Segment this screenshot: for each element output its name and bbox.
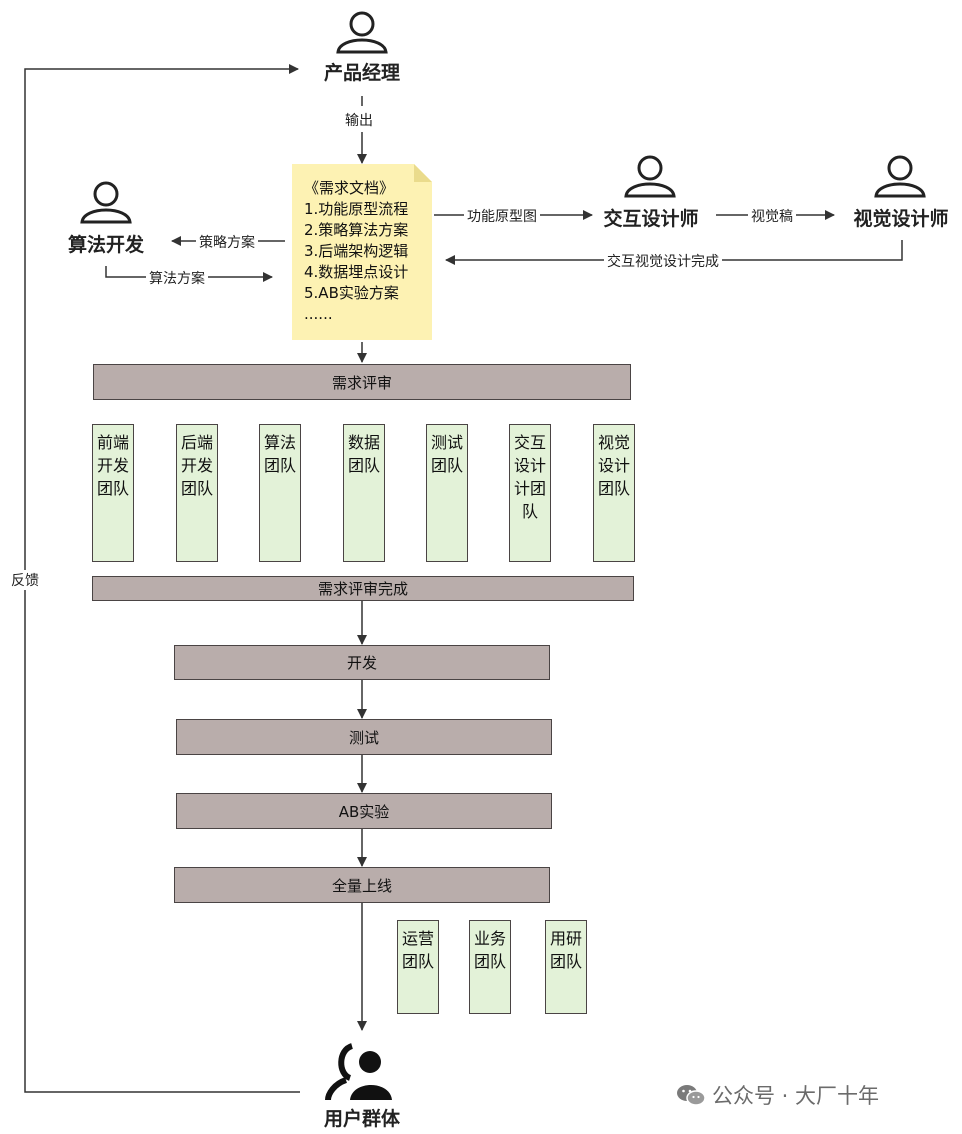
wechat-icon (677, 1085, 706, 1106)
edge-label-visual-done: 交互视觉设计完成 (604, 251, 722, 271)
document-title: 《需求文档》 (304, 179, 395, 197)
document-item: 5.AB实验方案 (304, 284, 399, 302)
team-backend: 后端开发团队 (176, 424, 218, 562)
person-icon (336, 11, 388, 54)
role-algorithm-dev: 算法开发 (67, 234, 144, 256)
stage-ab-test: AB实验 (176, 793, 552, 829)
document-item: 3.后端架构逻辑 (304, 242, 409, 260)
role-interaction-designer: 交互设计师 (603, 208, 699, 230)
role-user-group: 用户群体 (323, 1108, 400, 1130)
document-item: ...... (304, 305, 333, 323)
document-item: 4.数据埋点设计 (304, 263, 409, 281)
document-content: 《需求文档》 1.功能原型流程 2.策略算法方案 3.后端架构逻辑 4.数据埋点… (292, 178, 432, 325)
requirements-document (292, 164, 432, 340)
role-product-manager: 产品经理 (323, 62, 400, 84)
team-algorithm: 算法团队 (259, 424, 301, 562)
stage-review: 需求评审 (93, 364, 631, 400)
role-visual-designer: 视觉设计师 (853, 208, 949, 230)
team-test: 测试团队 (426, 424, 468, 562)
watermark-text: 公众号 · 大厂十年 (712, 1084, 880, 1108)
edge-label-output: 输出 (342, 110, 376, 130)
edge-label-feedback: 反馈 (8, 570, 42, 590)
document-item: 1.功能原型流程 (304, 200, 409, 218)
team-user-research: 用研团队 (545, 920, 587, 1014)
edge-label-algorithm-plan: 算法方案 (146, 268, 208, 288)
team-business: 业务团队 (469, 920, 511, 1014)
user-group-icon (325, 1043, 392, 1101)
team-interaction: 交互设计计团队 (509, 424, 551, 562)
stage-test: 测试 (176, 719, 552, 755)
team-visual: 视觉设计团队 (593, 424, 635, 562)
edge-label-strategy-plan: 策略方案 (196, 232, 258, 252)
stage-develop: 开发 (174, 645, 550, 680)
stage-review-done: 需求评审完成 (92, 576, 634, 601)
person-icon (80, 181, 132, 224)
team-frontend: 前端开发团队 (92, 424, 134, 562)
watermark: 公众号 · 大厂十年 (676, 1080, 879, 1110)
person-icon (624, 155, 676, 198)
team-data: 数据团队 (343, 424, 385, 562)
person-icon (874, 155, 926, 198)
document-item: 2.策略算法方案 (304, 221, 409, 239)
edge-label-visual-draft: 视觉稿 (748, 206, 796, 226)
team-operations: 运营团队 (397, 920, 439, 1014)
edge-label-prototype: 功能原型图 (464, 206, 540, 226)
stage-launch: 全量上线 (174, 867, 550, 903)
